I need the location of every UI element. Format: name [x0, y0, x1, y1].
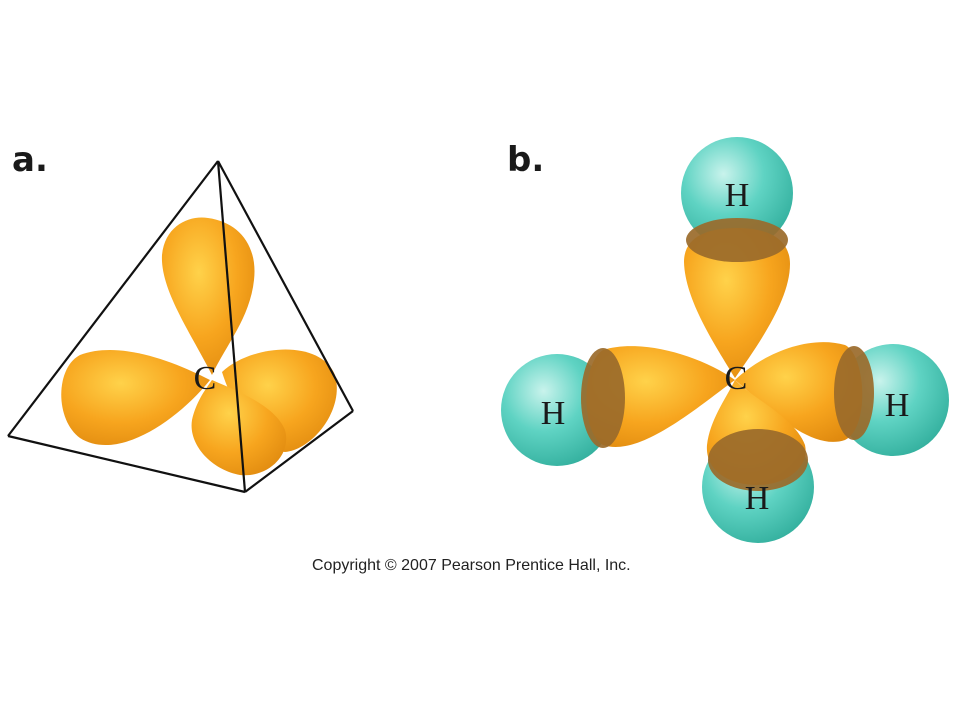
tetrahedron-outline [7, 160, 354, 494]
panel-a-label: a. [12, 140, 48, 180]
hydrogen-label-top: H [725, 177, 750, 214]
carbon-atom-label-a: C [194, 360, 217, 397]
overlap-region-right [834, 346, 874, 440]
overlap-region-top [686, 218, 788, 262]
panel-b-diagram: C H H H H [501, 137, 949, 543]
hydrogen-label-left: H [541, 395, 566, 432]
overlap-region-bottom [708, 429, 808, 491]
orbital-lobe-b-top [684, 228, 790, 378]
panel-b-label: b. [507, 140, 545, 180]
overlap-region-left [581, 348, 625, 448]
hydrogen-atom-top [681, 137, 793, 249]
orbital-lobe-b-right [735, 342, 863, 442]
carbon-atom-label-b: C [725, 360, 748, 397]
copyright-notice: Copyright © 2007 Pearson Prentice Hall, … [312, 557, 631, 574]
panel-a-diagram: C [7, 160, 354, 494]
orbital-lobe-top [161, 217, 255, 375]
orbital-lobe-b-left [586, 346, 735, 448]
hydrogen-label-bottom: H [745, 480, 770, 517]
orbital-lobe-left [61, 350, 210, 446]
hydrogen-label-right: H [885, 387, 910, 424]
